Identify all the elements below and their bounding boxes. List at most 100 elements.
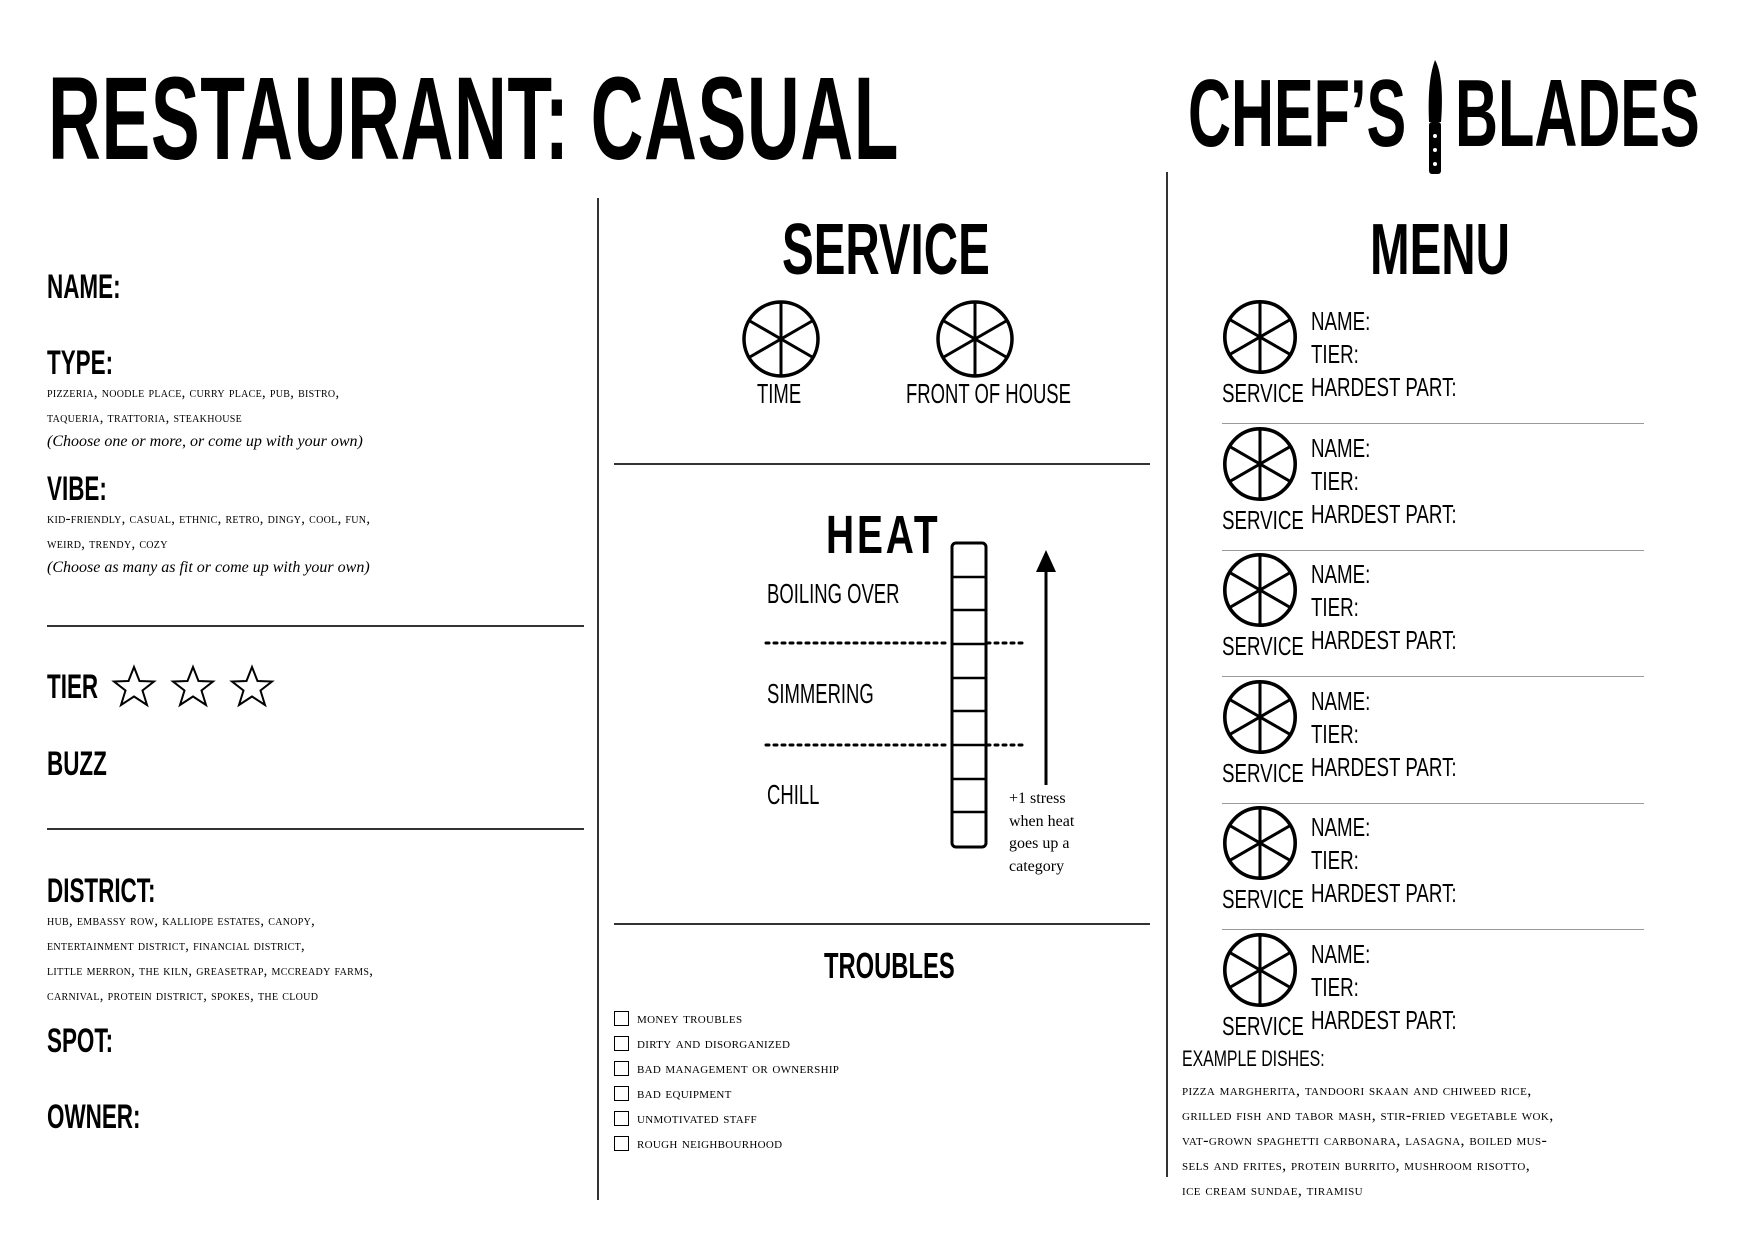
heat-level-simmering: SIMMERING <box>767 678 874 709</box>
district-options-line-4: CARNIVAL, PROTEIN DISTRICT, SPOKES, THE … <box>47 988 319 1004</box>
page-title: RESTAURANT: CASUAL <box>48 53 900 185</box>
menu-tier-label: TIER: <box>1311 845 1359 875</box>
menu-tier-label: TIER: <box>1311 339 1359 369</box>
menu-service-clock[interactable] <box>1221 931 1299 1009</box>
example-dishes: PIZZA MARGHERITA, TANDOORI SKAAN AND CHI… <box>1182 1078 1554 1203</box>
menu-tier-label: TIER: <box>1311 592 1359 622</box>
menu-tier-label: TIER: <box>1311 719 1359 749</box>
front-of-house-clock-label: FRONT OF HOUSE <box>906 378 1071 409</box>
example-dishes-line-1: PIZZA MARGHERITA, TANDOORI SKAAN AND CHI… <box>1182 1082 1532 1099</box>
trouble-item[interactable]: ROUGH NEIGHBOURHOOD <box>614 1131 839 1156</box>
menu-service-clock[interactable] <box>1221 298 1299 376</box>
menu-entry-divider <box>1222 550 1644 552</box>
trouble-item[interactable]: UNMOTIVATED STAFF <box>614 1106 839 1131</box>
menu-hardest-part-label: HARDEST PART: <box>1311 1005 1457 1035</box>
trouble-item[interactable]: MONEY TROUBLES <box>614 1006 839 1031</box>
menu-entry-divider <box>1222 803 1644 805</box>
menu-clock-label: SERVICE <box>1222 1011 1304 1041</box>
trouble-item[interactable]: DIRTY AND DISORGANIZED <box>614 1031 839 1056</box>
menu-entry-divider <box>1222 423 1644 425</box>
service-title: SERVICE <box>782 210 990 290</box>
menu-clock-label: SERVICE <box>1222 884 1304 914</box>
menu-hardest-part-label: HARDEST PART: <box>1311 499 1457 529</box>
menu-title: MENU <box>1370 210 1510 290</box>
menu-name-label: NAME: <box>1311 939 1371 969</box>
example-dishes-label: EXAMPLE DISHES: <box>1182 1046 1325 1071</box>
menu-name-label: NAME: <box>1311 559 1371 589</box>
menu-name-label: NAME: <box>1311 433 1371 463</box>
type-label: TYPE: <box>47 344 114 382</box>
menu-hardest-part-label: HARDEST PART: <box>1311 372 1457 402</box>
heat-note-line-1: +1 stress <box>1009 790 1066 807</box>
menu-clock-label: SERVICE <box>1222 505 1304 535</box>
vibe-note: (Choose as many as fit or come up with y… <box>47 559 370 576</box>
example-dishes-line-3: VAT-GROWN SPAGHETTI CARBONARA, LASAGNA, … <box>1182 1132 1548 1149</box>
logo-text-left: CHEF’S <box>1188 60 1407 167</box>
menu-tier-label: TIER: <box>1311 972 1359 1002</box>
type-note: (Choose one or more, or come up with you… <box>47 433 363 450</box>
menu-entry-divider <box>1222 676 1644 678</box>
vibe-label: VIBE: <box>47 470 107 508</box>
heat-title: HEAT <box>826 505 941 565</box>
menu-service-clock[interactable] <box>1221 425 1299 503</box>
checkbox[interactable] <box>614 1011 629 1026</box>
trouble-item[interactable]: BAD EQUIPMENT <box>614 1081 839 1106</box>
menu-hardest-part-label: HARDEST PART: <box>1311 752 1457 782</box>
example-dishes-line-2: GRILLED FISH AND TABOR MASH, STIR-FRIED … <box>1182 1107 1554 1124</box>
menu-name-label: NAME: <box>1311 812 1371 842</box>
menu-service-clock[interactable] <box>1221 678 1299 756</box>
heat-level-chill: CHILL <box>767 779 820 810</box>
checkbox[interactable] <box>614 1136 629 1151</box>
trouble-label: DIRTY AND DISORGANIZED <box>637 1035 791 1052</box>
tier-label: TIER <box>47 668 99 706</box>
menu-clock-label: SERVICE <box>1222 378 1304 408</box>
trouble-label: MONEY TROUBLES <box>637 1010 743 1027</box>
menu-hardest-part-label: HARDEST PART: <box>1311 878 1457 908</box>
district-label: DISTRICT: <box>47 872 156 910</box>
knife-icon <box>1428 60 1442 174</box>
menu-clock-label: SERVICE <box>1222 631 1304 661</box>
divider <box>614 923 1150 925</box>
menu-name-label: NAME: <box>1311 306 1371 336</box>
front-of-house-clock[interactable] <box>934 298 1016 380</box>
troubles-list: MONEY TROUBLES DIRTY AND DISORGANIZED BA… <box>614 1006 839 1156</box>
buzz-label: BUZZ <box>47 745 107 783</box>
trouble-item[interactable]: BAD MANAGEMENT OR OWNERSHIP <box>614 1056 839 1081</box>
checkbox[interactable] <box>614 1111 629 1126</box>
vibe-options-line-2: WEIRD, TRENDY, COZY <box>47 536 168 552</box>
trouble-label: BAD MANAGEMENT OR OWNERSHIP <box>637 1060 840 1077</box>
divider <box>47 625 584 627</box>
menu-entry-divider <box>1222 929 1644 931</box>
checkbox[interactable] <box>614 1086 629 1101</box>
menu-service-clock[interactable] <box>1221 804 1299 882</box>
troubles-title: TROUBLES <box>824 945 955 986</box>
divider <box>614 463 1150 465</box>
heat-note: +1 stress when heat goes up a category <box>1009 788 1074 878</box>
example-dishes-line-4: SELS AND FRITES, PROTEIN BURRITO, MUSHRO… <box>1182 1157 1531 1174</box>
time-clock-label: TIME <box>757 378 802 409</box>
heat-level-boiling-over: BOILING OVER <box>767 578 900 609</box>
column-divider-right <box>1166 172 1168 1177</box>
checkbox[interactable] <box>614 1036 629 1051</box>
menu-name-label: NAME: <box>1311 686 1371 716</box>
district-options-line-1: HUB, EMBASSY ROW, KALLIOPE ESTATES, CANO… <box>47 913 316 929</box>
vibe-options-line-1: KID-FRIENDLY, CASUAL, ETHNIC, RETRO, DIN… <box>47 511 371 527</box>
time-clock[interactable] <box>740 298 822 380</box>
menu-tier-label: TIER: <box>1311 466 1359 496</box>
heat-note-line-3: goes up a <box>1009 835 1070 852</box>
name-label: NAME: <box>47 268 121 306</box>
type-options-line-2: TAQUERIA, TRATTORIA, STEAKHOUSE <box>47 410 243 426</box>
checkbox[interactable] <box>614 1061 629 1076</box>
tier-stars[interactable] <box>110 664 280 712</box>
logo-text-right: BLADES <box>1455 60 1700 167</box>
menu-service-clock[interactable] <box>1221 551 1299 629</box>
column-divider-left <box>597 198 599 1200</box>
trouble-label: UNMOTIVATED STAFF <box>637 1110 757 1127</box>
heat-note-line-2: when heat <box>1009 812 1075 830</box>
owner-label: OWNER: <box>47 1098 141 1136</box>
menu-hardest-part-label: HARDEST PART: <box>1311 625 1457 655</box>
menu-clock-label: SERVICE <box>1222 758 1304 788</box>
district-options-line-2: ENTERTAINMENT DISTRICT, FINANCIAL DISTRI… <box>47 938 305 954</box>
example-dishes-line-5: ICE CREAM SUNDAE, TIRAMISU <box>1182 1182 1364 1199</box>
heat-note-line-4: category <box>1009 857 1065 875</box>
